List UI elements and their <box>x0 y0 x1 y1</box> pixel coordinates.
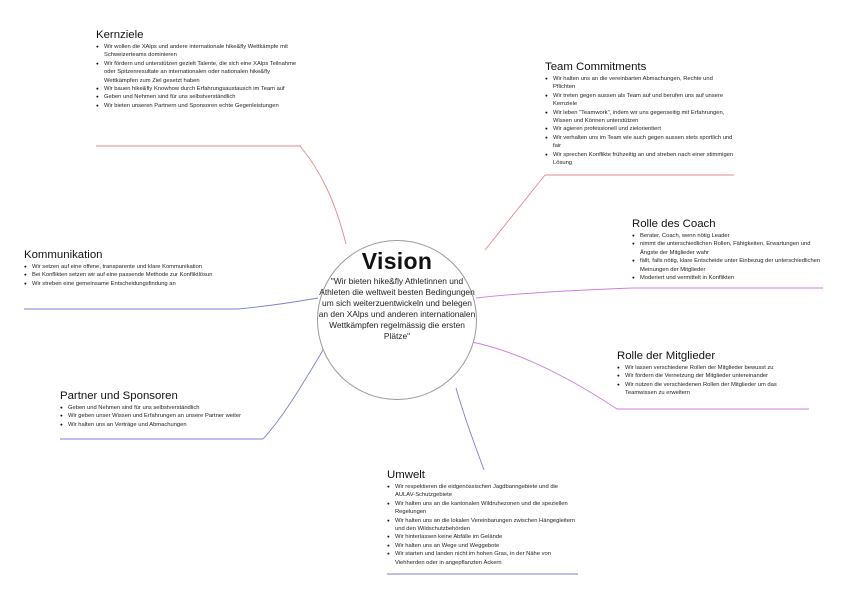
bullet-item: nimmt die unterschiedlichen Rollen, Fähi… <box>632 240 822 257</box>
bullet-item: Wir halten uns an die vereinbarten Abmac… <box>545 75 735 92</box>
bullet-item: Wir wollen die XAlps und andere internat… <box>96 43 301 60</box>
bullet-item: Wir starten und landen nicht im hohen Gr… <box>387 550 578 567</box>
connector-coach <box>475 287 633 299</box>
bullet-item: Wir sprechen Konflikte frühzeitig an und… <box>545 151 735 168</box>
branch-bullet-list: Wir wollen die XAlps und andere internat… <box>96 43 301 111</box>
branch-title: Rolle des Coach <box>632 218 716 230</box>
bullet-item: Wir bauen hike&fly Knowhow durch Erfahru… <box>96 85 301 94</box>
bullet-item: Wir geben unser Wissen und Erfahrungen a… <box>60 412 260 421</box>
branch-title: Rolle der Mitglieder <box>617 350 716 362</box>
bullet-item: Wir setzen auf eine offene, transparente… <box>24 263 236 272</box>
branch-bullet-list: Wir lassen verschiedene Rollen der Mitgl… <box>617 364 809 398</box>
bullet-item: Berater, Coach, wenn nötig Leader <box>632 232 822 241</box>
bullet-item: Wir verhalten uns im Team wie auch gegen… <box>545 134 735 151</box>
branch-title: Umwelt <box>387 469 425 481</box>
branch-rolle-der-mitglieder: Rolle der MitgliederWir lassen verschied… <box>617 350 809 398</box>
connector-umwelt <box>455 387 485 471</box>
branch-kommunikation: KommunikationWir setzen auf eine offene,… <box>24 249 236 289</box>
bullet-item: Wir halten uns an Wege und Weggebote <box>387 542 578 551</box>
branch-bullet-list: Wir respektieren die eidgenössischen Jag… <box>387 483 578 567</box>
branch-title: Team Commitments <box>545 61 647 73</box>
bullet-item: Wir hinterlassen keine Abfälle im Geländ… <box>387 533 578 542</box>
branch-bullet-list: Wir setzen auf eine offene, transparente… <box>24 263 236 289</box>
connector-partner <box>262 344 327 440</box>
bullet-item: Wir halten uns an Verträge und Abmachung… <box>60 421 260 430</box>
branch-title: Kernziele <box>96 29 144 41</box>
bullet-item: Geben und Nehmen sind für uns selbstvers… <box>96 93 301 102</box>
bullet-item: Geben und Nehmen sind für uns selbstvers… <box>60 404 260 413</box>
central-node <box>317 240 477 400</box>
bullet-item: Wir treten gegen aussen als Team auf und… <box>545 92 735 109</box>
connector-team <box>484 174 546 251</box>
branch-bullet-list: Geben und Nehmen sind für uns selbstvers… <box>60 404 260 430</box>
branch-rolle-des-coach: Rolle des CoachBerater, Coach, wenn nöti… <box>632 218 822 283</box>
branch-team-commitments: Team CommitmentsWir halten uns an die ve… <box>545 61 735 167</box>
connector-kernziele <box>299 145 347 245</box>
connector-mitglieder <box>471 341 618 410</box>
bullet-item: Wir lassen verschiedene Rollen der Mitgl… <box>617 364 809 373</box>
bullet-item: Wir leben "Teamwork", indem wir uns gege… <box>545 109 735 126</box>
bullet-item: fällt, falls nötig, klare Entscheide unt… <box>632 257 822 274</box>
branch-umwelt: UmweltWir respektieren die eidgenössisch… <box>387 469 578 567</box>
bullet-item: Wir streben eine gemeinsame Entscheidung… <box>24 280 236 289</box>
bullet-item: Moderiert und vermittelt in Konflikten <box>632 274 822 283</box>
branch-title: Kommunikation <box>24 249 103 261</box>
central-statement: "Wir bieten hike&fly Athletinnen und Ath… <box>318 276 476 342</box>
branch-bullet-list: Berater, Coach, wenn nötig Leadernimmt d… <box>632 232 822 283</box>
branch-kernziele: KernzieleWir wollen die XAlps und andere… <box>96 29 301 111</box>
bullet-item: Bei Konflikten setzen wir auf eine passe… <box>24 271 236 280</box>
bullet-item: Wir fördern die Vernetzung der Mitgliede… <box>617 372 809 381</box>
bullet-item: Wir respektieren die eidgenössischen Jag… <box>387 483 578 500</box>
connector-kommunikation <box>237 297 319 310</box>
bullet-item: Wir agieren professionell und zielorient… <box>545 125 735 134</box>
branch-title: Partner und Sponsoren <box>60 390 178 402</box>
bullet-item: Wir nutzen die verschiedenen Rollen der … <box>617 381 809 398</box>
central-title: Vision <box>361 248 433 274</box>
bullet-item: Wir halten uns an die kantonalen Wildruh… <box>387 500 578 517</box>
bullet-item: Wir halten uns an die lokalen Vereinbaru… <box>387 517 578 534</box>
branch-bullet-list: Wir halten uns an die vereinbarten Abmac… <box>545 75 735 167</box>
bullet-item: Wir bieten unseren Partnern und Sponsore… <box>96 102 301 111</box>
branch-partner-und-sponsoren: Partner und SponsorenGeben und Nehmen si… <box>60 390 260 430</box>
bullet-item: Wir fördern und unterstützen gezielt Tal… <box>96 60 301 85</box>
